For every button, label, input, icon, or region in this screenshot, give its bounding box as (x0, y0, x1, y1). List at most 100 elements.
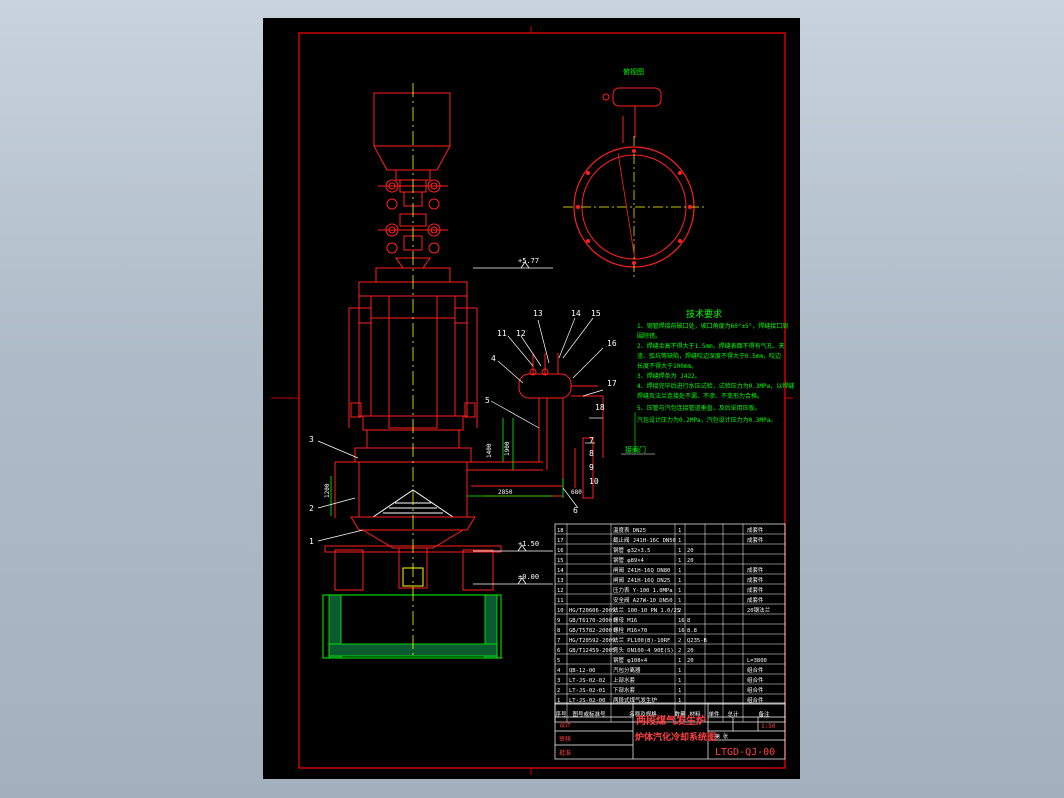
svg-text:围除锈。: 围除锈。 (637, 332, 661, 340)
dim-680: 680 (571, 489, 582, 496)
bom-cell: 13 (557, 578, 564, 584)
tech-requirements: 技术要求 1、钢管焊接前破口处，坡口角度为60°±5°，焊缝接口周 围除锈。 2… (637, 308, 794, 424)
bom-cell: 下部水套 (613, 686, 636, 694)
bom-cell: 成套件 (747, 586, 764, 594)
bom-cell: 闸阀 Z41H-16Q DN80 (613, 566, 670, 574)
bom-cell: 9 (557, 618, 560, 624)
svg-text:9: 9 (589, 463, 594, 472)
drawing-sheet: +5.77 +1.50 ±0.00 1400 1900 2850 680 120… (263, 18, 800, 779)
bom-cell: 1 (678, 528, 681, 534)
dim-1900: 1900 (504, 441, 511, 456)
callout-leaders (317, 317, 604, 542)
bom-cell: 8 (687, 618, 690, 624)
bom-header: 备注 (758, 710, 770, 718)
bom-cell: 11 (557, 598, 564, 604)
svg-text:5、压管与汽包连接管道垂直，及后采用压板。: 5、压管与汽包连接管道垂直，及后采用压板。 (637, 404, 761, 412)
bom-cell: 法兰 PL100(B)-10RF (613, 636, 670, 644)
bom-cell: 6 (557, 648, 560, 654)
bom-cell: 16 (557, 548, 564, 554)
inner-frame (298, 32, 786, 769)
dim-1200: 1200 (324, 483, 331, 498)
bom-header: 序号 (555, 710, 567, 718)
svg-text:4: 4 (491, 354, 496, 363)
tech-title: 技术要求 (686, 308, 722, 320)
bom-cell: 1 (678, 598, 681, 604)
bom-cell: 1 (678, 578, 681, 584)
title-block (554, 702, 786, 760)
detail-view-label: 俯视图 (623, 67, 644, 76)
svg-text:焊缝及法兰连接处不漏、不渗、不变形为合格。: 焊缝及法兰连接处不漏、不渗、不变形为合格。 (637, 392, 763, 400)
bom-cell: 20钢法兰 (747, 606, 771, 614)
bom-cell: 15 (557, 558, 564, 564)
title-line1: 两段煤气发生炉 (636, 714, 706, 727)
bom-cell: 2 (557, 688, 560, 694)
sheet-count: 第 张 (715, 733, 728, 740)
bom-cell: 组合件 (747, 696, 764, 704)
bom-header: 数量 (674, 710, 686, 718)
callout-numbers: 1 2 3 4 5 6 7 8 9 10 11 12 13 14 15 16 1… (309, 309, 617, 546)
bom-cell: 1 (557, 698, 560, 704)
bom-cell: HG/T20592-2009 (569, 638, 615, 644)
level-marks (473, 261, 553, 585)
feeder-valve-lower (378, 213, 448, 254)
bom-cell: L=3800 (747, 658, 767, 664)
svg-text:3、焊缝焊条为 J422。: 3、焊缝焊条为 J422。 (637, 372, 701, 380)
bom-cell: 钢管 φ89×4 (613, 556, 645, 564)
svg-text:3: 3 (309, 435, 314, 444)
bom-cell: 成套件 (747, 536, 764, 544)
svg-text:长度不得大于100mm。: 长度不得大于100mm。 (637, 362, 697, 370)
svg-text:18: 18 (595, 403, 605, 412)
bom-cell: 1 (678, 668, 681, 674)
bom-cell: 成套件 (747, 526, 764, 534)
bom-cell: 成套件 (747, 576, 764, 584)
bom-cell: 温度表 DN25 (613, 526, 646, 534)
dim-2850: 2850 (498, 489, 513, 496)
svg-text:4、焊接完毕后进行水压试验，试验压力为0.3MPa，以焊缝: 4、焊接完毕后进行水压试验，试验压力为0.3MPa，以焊缝 (637, 382, 794, 390)
bom-cell: GB/T6170-2000 (569, 618, 612, 624)
bom-cell: 2 (678, 648, 681, 654)
steam-drum-piping (471, 353, 604, 499)
bom-cell: 成套件 (747, 566, 764, 574)
green-dimensions (330, 418, 564, 516)
bom-cell: 20 (687, 558, 694, 564)
bom-cell: LT-JS-02-00 (569, 698, 605, 704)
bom-cell: 20 (687, 648, 694, 654)
bom-cell: 1 (678, 658, 681, 664)
bom-cell: 两段式煤气发生炉 (613, 696, 658, 704)
bom-header: 单件 (708, 710, 720, 718)
bom-cell: 上部水套 (613, 676, 636, 684)
bom-cell: 1 (678, 568, 681, 574)
level-top: +5.77 (518, 257, 539, 265)
svg-text:17: 17 (607, 379, 617, 388)
svg-text:12: 12 (516, 329, 526, 338)
bom-cell: 10 (557, 608, 564, 614)
bom-cell: QB-12-00 (569, 668, 596, 674)
bom-cell: 1 (678, 538, 681, 544)
bom-cell: LT-JS-02-02 (569, 678, 605, 684)
bom-cell: 16 (678, 618, 685, 624)
bom-cell: 1 (678, 558, 681, 564)
svg-text:2、焊缝余高不得大于1.5mm，焊缝表面不得有气孔、夹: 2、焊缝余高不得大于1.5mm，焊缝表面不得有气孔、夹 (637, 342, 785, 350)
level-ground: ±0.00 (518, 573, 539, 581)
bom-cell: 钢管 φ108×4 (613, 656, 648, 664)
svg-text:14: 14 (571, 309, 581, 318)
bom-cell: 2 (678, 608, 681, 614)
bom-cell: 14 (557, 568, 564, 574)
bom-cell: 组合件 (747, 676, 764, 684)
svg-text:5: 5 (485, 396, 490, 405)
bom-cell: 7 (557, 638, 560, 644)
foundation-pit (322, 594, 502, 659)
top-detail-view: 俯视图 (563, 67, 705, 278)
bom-cell: 螺母 M16 (613, 616, 637, 624)
dim-1400: 1400 (486, 443, 493, 458)
bom-cell: 8 (557, 628, 560, 634)
bom-cell: 组合件 (747, 666, 764, 674)
bom-header: 总计 (727, 710, 739, 718)
bom-cell: 16 (678, 628, 685, 634)
bom-cell: 18 (557, 528, 564, 534)
bom-cell: 17 (557, 538, 564, 544)
checker-label: 审核 (559, 735, 571, 743)
bom-cell: 5 (557, 658, 560, 664)
svg-text:13: 13 (533, 309, 543, 318)
svg-text:2: 2 (309, 504, 314, 513)
